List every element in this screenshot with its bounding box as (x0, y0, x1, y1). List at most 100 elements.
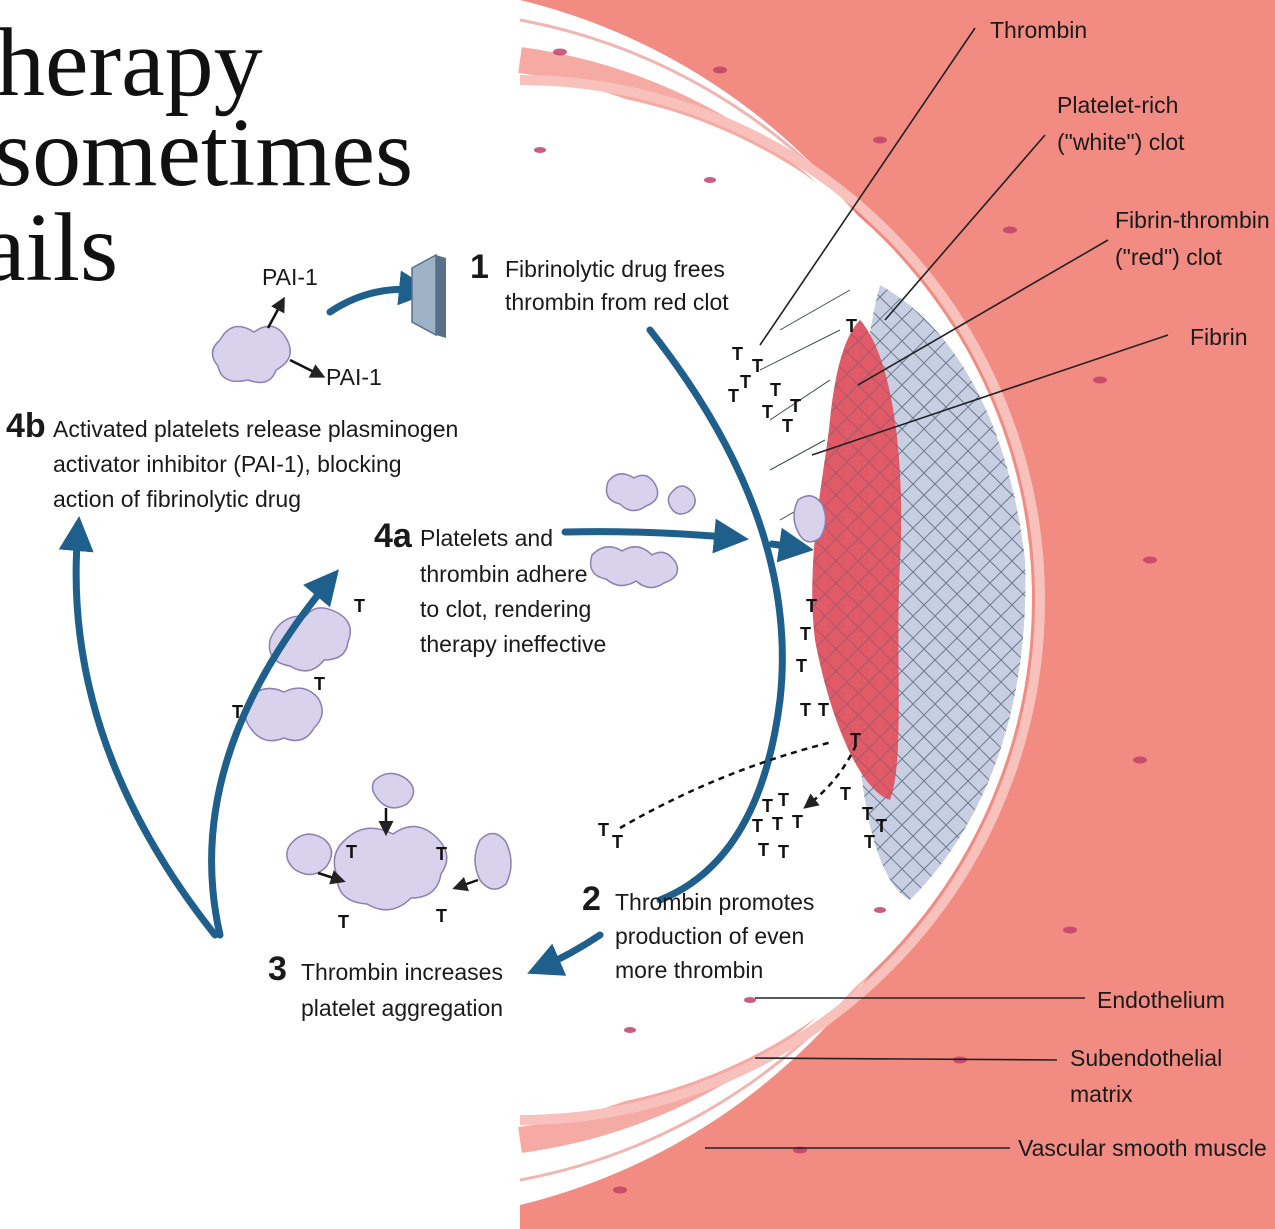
thrombin-t: T (864, 832, 875, 852)
nucleus (624, 1027, 636, 1033)
adhere-arrow (772, 544, 800, 548)
step-4a-number: 4a (374, 517, 413, 555)
label-subendothelial-2: matrix (1070, 1081, 1133, 1107)
pai-label-bottom: PAI-1 (326, 364, 382, 390)
label-red-clot-1: Fibrin-thrombin (1115, 207, 1270, 233)
step-3-number: 3 (268, 950, 287, 988)
thrombin-t: T (770, 380, 781, 400)
label-smooth-muscle: Vascular smooth muscle (1018, 1135, 1267, 1161)
step-4a-line-2: thrombin adhere (420, 561, 588, 587)
thrombin-t: T (778, 842, 789, 862)
label-red-clot-2: ("red") clot (1115, 244, 1223, 270)
thrombin-t: T (314, 674, 325, 694)
thrombin-t: T (778, 790, 789, 810)
step-2-line-1: Thrombin promotes (615, 889, 814, 915)
drug-block-side (436, 255, 446, 338)
step-4b: 4b Activated platelets release plasminog… (6, 407, 458, 512)
nucleus (1093, 377, 1107, 384)
thrombin-t: T (772, 814, 783, 834)
fibrinolytic-drug-block (412, 255, 446, 338)
step-1-line-2: thrombin from red clot (505, 289, 729, 315)
platelet (287, 834, 332, 874)
nucleus (553, 49, 567, 56)
step-2-number: 2 (582, 880, 601, 918)
thrombin-t: T (436, 906, 447, 926)
step-4a-line-3: to clot, rendering (420, 596, 591, 622)
thrombin-t: T (876, 816, 887, 836)
nucleus (1143, 557, 1157, 564)
thrombin-t: T (782, 416, 793, 436)
thrombin-t: T (338, 912, 349, 932)
thrombin-t: T (806, 596, 817, 616)
thrombin-t: T (752, 816, 763, 836)
thrombin-t: T (612, 832, 623, 852)
nucleus (744, 997, 756, 1003)
step-4b-line-2: activator inhibitor (PAI-1), blocking (53, 451, 402, 477)
nucleus (534, 147, 546, 153)
pai-labels: PAI-1 PAI-1 (262, 264, 382, 390)
nucleus (704, 177, 716, 183)
thrombin-t: T (846, 316, 857, 336)
label-white-clot-2: ("white") clot (1057, 129, 1185, 155)
step3-to-step4b-arrow (76, 530, 215, 935)
step-4a-line-1: Platelets and (420, 525, 553, 551)
pai-arrow-up (268, 302, 282, 328)
thrombin-t: T (840, 784, 851, 804)
label-thrombin: Thrombin (990, 17, 1087, 43)
step-1-line-1: Fibrinolytic drug frees (505, 256, 725, 282)
step-4b-line-1: Activated platelets release plasminogen (53, 416, 458, 442)
label-subendothelial-1: Subendothelial (1070, 1045, 1222, 1071)
thrombin-t: T (436, 844, 447, 864)
step-4b-number: 4b (6, 407, 46, 445)
thrombin-t: T (758, 840, 769, 860)
thrombin-t: T (762, 402, 773, 422)
thrombin-t: T (818, 700, 829, 720)
thrombin-t: T (792, 812, 803, 832)
thrombin-t: T (800, 700, 811, 720)
platelet-aggregate (334, 826, 446, 909)
thrombin-t: T (346, 842, 357, 862)
aggregation-arrow (458, 880, 478, 887)
pai-label-top: PAI-1 (262, 264, 318, 290)
step-3: 3 Thrombin increases platelet aggregatio… (268, 950, 503, 1021)
thrombin-t: T (740, 372, 751, 392)
pai-arrow-down (290, 360, 320, 375)
label-white-clot-1: Platelet-rich (1057, 92, 1178, 118)
platelet (475, 833, 511, 889)
nucleus (1063, 927, 1077, 934)
title-line-3: ails (0, 194, 118, 302)
nucleus (1133, 757, 1147, 764)
nucleus (613, 1187, 627, 1194)
nucleus (1003, 227, 1017, 234)
nucleus (873, 137, 887, 144)
drug-block-front (412, 255, 436, 335)
step-3-line-1: Thrombin increases (301, 959, 503, 985)
thrombin-t: T (862, 804, 873, 824)
title: herapy sometimes ails (0, 9, 413, 302)
step-4b-line-3: action of fibrinolytic drug (53, 486, 301, 512)
thrombin-t: T (800, 624, 811, 644)
step-2-line-3: more thrombin (615, 957, 763, 983)
platelet (372, 773, 413, 807)
thrombin-t: T (796, 656, 807, 676)
title-line-2: sometimes (0, 99, 413, 207)
step-4a-line-4: therapy ineffective (420, 631, 606, 657)
pai-to-drug-arrow (330, 289, 420, 312)
thrombin-t: T (752, 356, 763, 376)
thrombin-t: T (790, 396, 801, 416)
thrombin-t: T (598, 820, 609, 840)
thrombin-t: T (762, 796, 773, 816)
step-2-line-2: production of even (615, 923, 804, 949)
step-1: 1 Fibrinolytic drug frees thrombin from … (470, 248, 729, 315)
label-fibrin: Fibrin (1190, 324, 1248, 350)
thrombin-t: T (354, 596, 365, 616)
label-endothelium: Endothelium (1097, 987, 1225, 1013)
pai-platelet-cluster (212, 326, 290, 382)
step-3-line-2: platelet aggregation (301, 995, 503, 1021)
thrombin-t: T (732, 344, 743, 364)
step-1-number: 1 (470, 248, 489, 286)
thrombin-t: T (728, 386, 739, 406)
nucleus (874, 907, 886, 913)
